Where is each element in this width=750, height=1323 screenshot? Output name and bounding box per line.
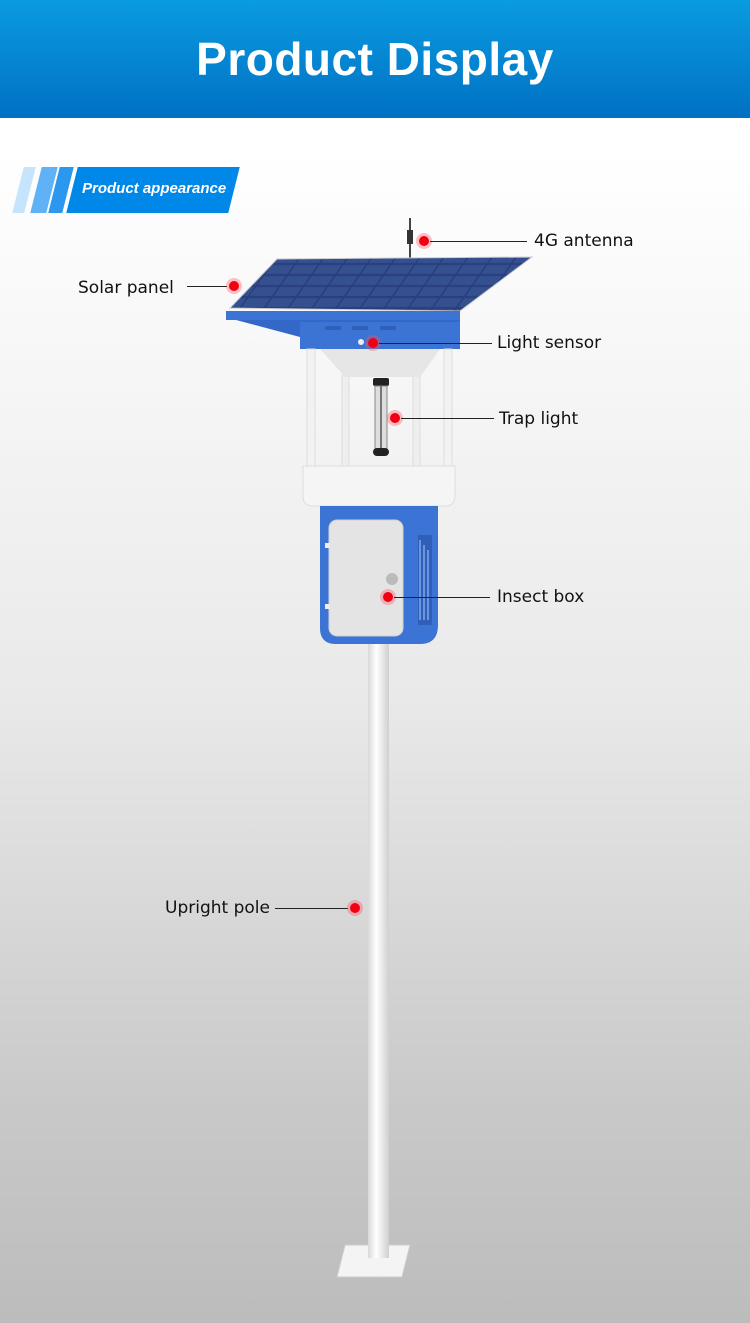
solar-panel [228, 256, 534, 312]
callout-line [401, 418, 494, 419]
section-badge: Product appearance [12, 167, 240, 213]
insect-box-marker [383, 592, 393, 602]
insect-box-label: Insect box [497, 587, 585, 607]
callout-line [187, 286, 227, 287]
trap-light-marker [390, 413, 400, 423]
trap-light-label: Trap light [499, 409, 579, 429]
light-sensor-label: Light sensor [497, 333, 602, 353]
callout-line [430, 241, 527, 242]
solar-panel-marker [229, 281, 239, 291]
header-banner: Product Display [0, 0, 750, 118]
light-sensor-marker [368, 338, 378, 348]
callout-line [275, 908, 348, 909]
antenna-marker [419, 236, 429, 246]
antenna-label: 4G antenna [534, 231, 634, 251]
upright-pole-marker [350, 903, 360, 913]
callout-line [379, 343, 492, 344]
section-title: Product appearance [82, 180, 227, 197]
upright-pole-label: Upright pole [165, 898, 270, 918]
upright-pole [368, 644, 389, 1254]
page-title: Product Display [196, 33, 554, 85]
solar-panel-label: Solar panel [78, 278, 174, 298]
callout-line [394, 597, 490, 598]
